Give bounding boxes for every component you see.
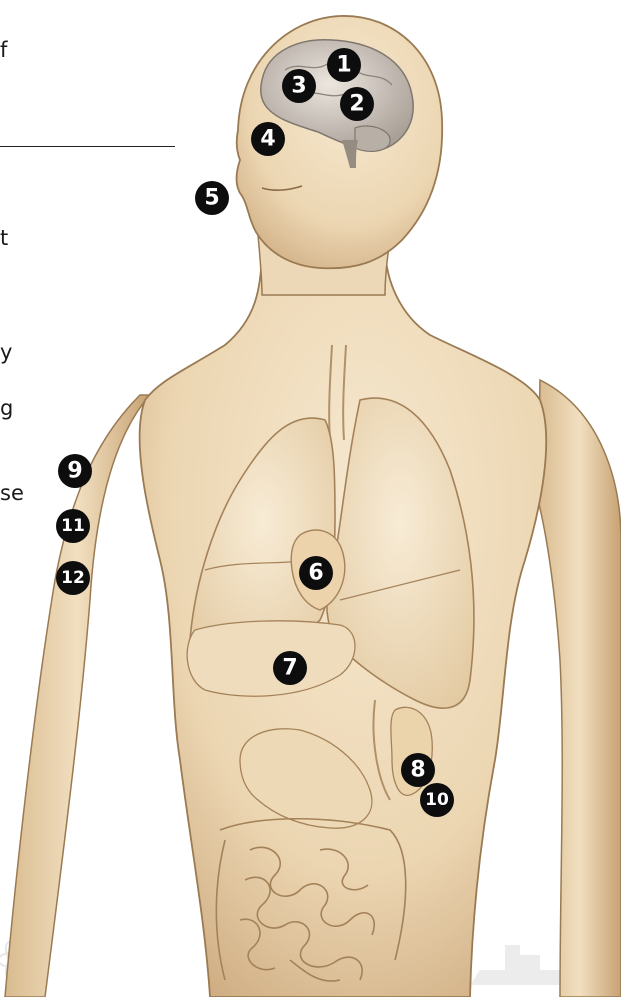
marker-label: 2 <box>349 92 364 117</box>
marker-label: 11 <box>61 516 85 536</box>
marker-label: 1 <box>336 53 351 78</box>
marker-11[interactable]: 11 <box>56 509 90 543</box>
marker-3[interactable]: 3 <box>282 69 316 103</box>
marker-label: 4 <box>260 127 275 152</box>
marker-label: 3 <box>291 74 306 99</box>
background-ship-icon <box>470 945 570 985</box>
marker-label: 7 <box>282 656 297 681</box>
marker-label: 10 <box>425 790 449 810</box>
marker-10[interactable]: 10 <box>420 783 454 817</box>
marker-1[interactable]: 1 <box>327 48 361 82</box>
marker-label: 6 <box>308 561 323 586</box>
marker-6[interactable]: 6 <box>299 556 333 590</box>
marker-5[interactable]: 5 <box>195 181 229 215</box>
marker-8[interactable]: 8 <box>401 753 435 787</box>
marker-12[interactable]: 12 <box>56 561 90 595</box>
marker-label: 8 <box>410 758 425 783</box>
marker-2[interactable]: 2 <box>340 87 374 121</box>
marker-label: 5 <box>204 186 219 211</box>
marker-4[interactable]: 4 <box>251 122 285 156</box>
marker-7[interactable]: 7 <box>273 651 307 685</box>
marker-9[interactable]: 9 <box>58 454 92 488</box>
marker-label: 9 <box>67 459 82 484</box>
marker-label: 12 <box>61 568 85 588</box>
